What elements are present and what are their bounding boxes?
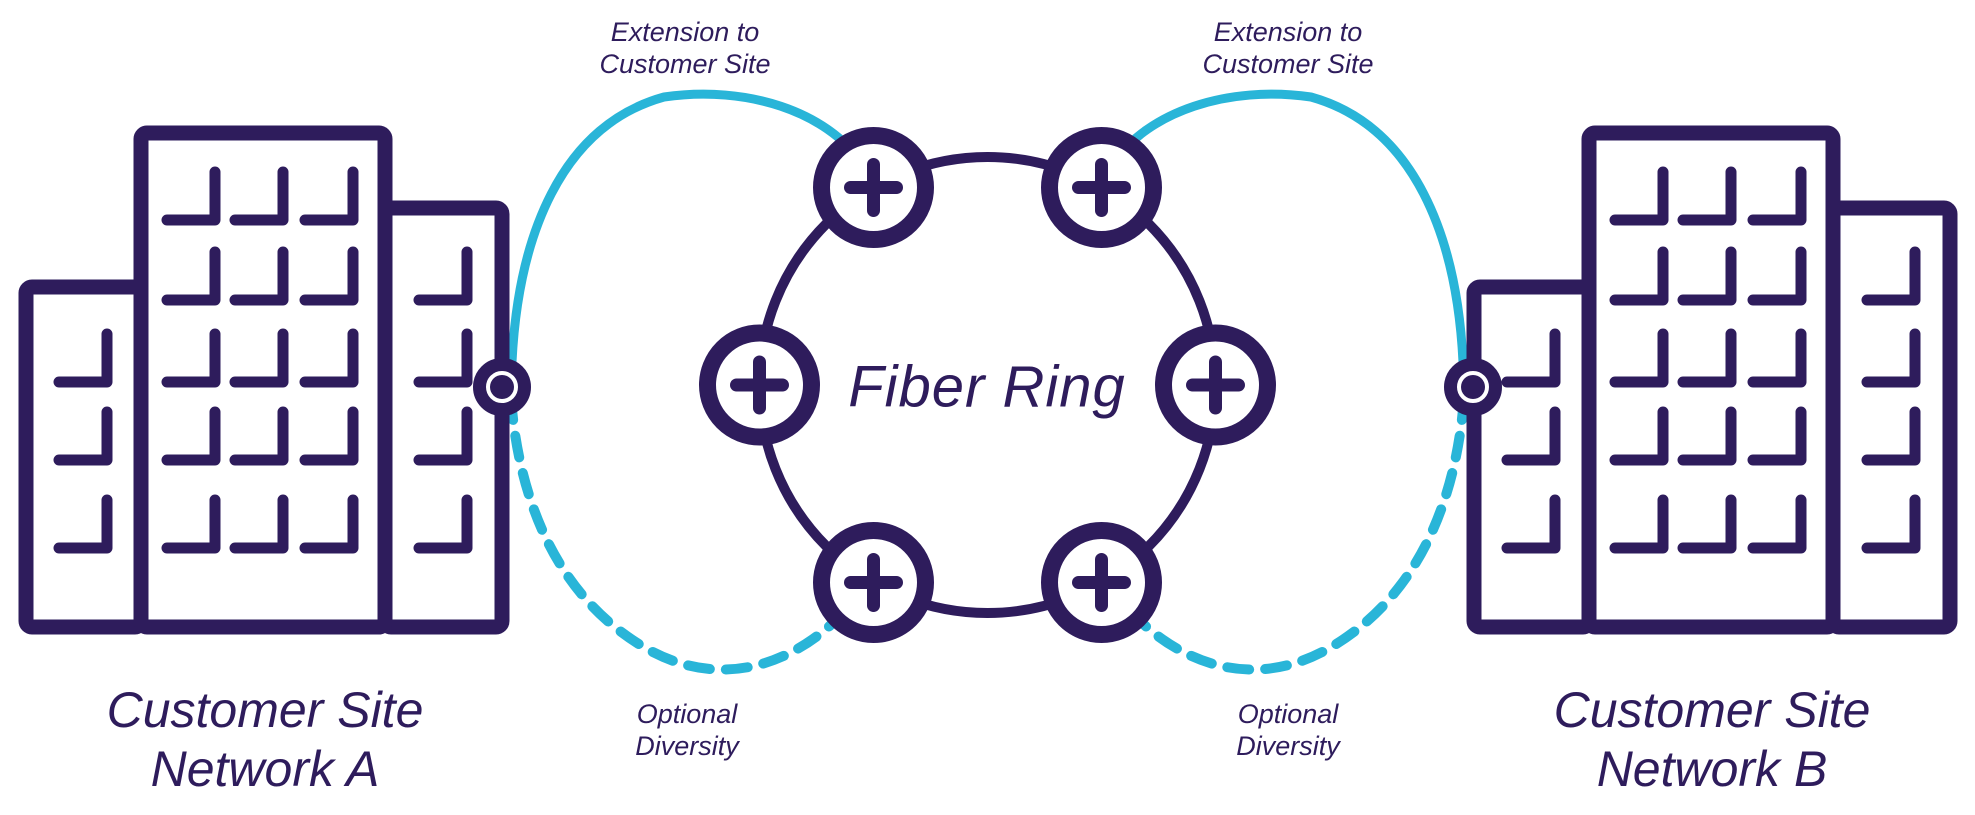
ring-node-top-left xyxy=(813,127,934,248)
building-group-b xyxy=(1474,133,1950,627)
plus-icon xyxy=(730,355,789,415)
extension-curve-right xyxy=(1109,89,1468,367)
ring-node-bottom-right xyxy=(1041,522,1162,643)
extension-curve-left xyxy=(507,89,866,367)
plus-icon xyxy=(844,158,903,217)
label-line: Customer Site xyxy=(599,49,771,79)
label-site-a: Customer Site Network A xyxy=(107,681,424,799)
connector-center-dot xyxy=(1461,375,1485,399)
connection-curves xyxy=(506,89,1469,675)
ring-node-bottom-left xyxy=(813,522,934,643)
label-line: Customer Site xyxy=(106,682,424,738)
plus-icon xyxy=(844,553,903,612)
connector-center-dot xyxy=(490,375,514,399)
label-line: Extension to xyxy=(610,17,760,47)
site-connector-left xyxy=(473,358,531,416)
plus-icon xyxy=(1072,553,1131,612)
label-line: Customer Site xyxy=(1553,682,1871,738)
label-line: Extension to xyxy=(1213,17,1363,47)
ring-nodes xyxy=(699,127,1276,643)
label-line: Optional xyxy=(636,699,738,729)
label-optional-right: Optional Diversity xyxy=(1236,698,1340,762)
label-extension-left: Extension to Customer Site xyxy=(599,16,770,80)
fiber-ring-title: Fiber Ring xyxy=(848,354,1126,420)
windows-medium-building xyxy=(413,246,473,554)
site-connector-right xyxy=(1444,358,1502,416)
label-optional-left: Optional Diversity xyxy=(635,698,739,762)
label-extension-right: Extension to Customer Site xyxy=(1202,16,1373,80)
label-site-b: Customer Site Network B xyxy=(1554,681,1871,799)
plus-icon xyxy=(1072,158,1131,217)
label-line: Optional xyxy=(1237,699,1339,729)
label-line: Diversity xyxy=(635,731,739,761)
diversity-curve-right xyxy=(1124,393,1469,675)
diversity-curve-left xyxy=(506,393,851,675)
windows-short-building xyxy=(53,328,113,554)
label-line: Customer Site xyxy=(1202,49,1374,79)
building-medium xyxy=(377,200,510,635)
label-line: Network B xyxy=(1596,741,1828,797)
ring-node-left xyxy=(699,324,820,446)
ring-node-right xyxy=(1155,324,1276,446)
windows-tall-building xyxy=(161,166,359,554)
label-line: Diversity xyxy=(1236,731,1340,761)
building-group-a xyxy=(18,125,510,635)
plus-icon xyxy=(1186,355,1245,415)
ring-node-top-right xyxy=(1041,127,1162,248)
label-line: Network A xyxy=(150,741,380,797)
